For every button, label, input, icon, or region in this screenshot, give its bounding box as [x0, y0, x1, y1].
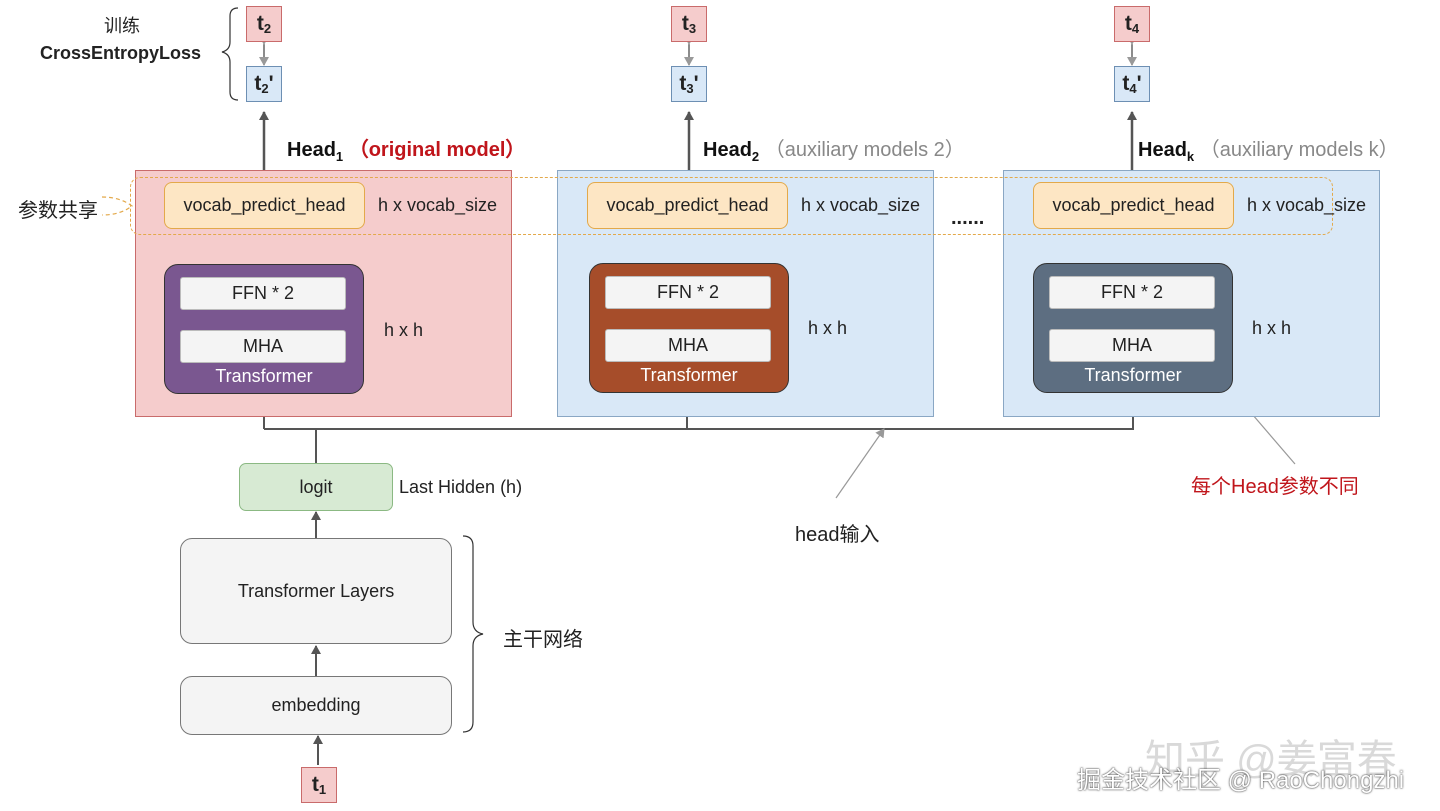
token-sub: 2: [261, 80, 269, 96]
transformer-layers-box: Transformer Layers: [180, 538, 452, 644]
vocab-dim-2: h x vocab_size: [801, 195, 921, 215]
token-letter: t: [1122, 72, 1130, 95]
token-sub: 3: [686, 80, 694, 96]
logit-box: logit: [239, 463, 393, 511]
head-name-text: Head: [1138, 139, 1187, 161]
head-2-title: Head2 （auxiliary models 2）: [703, 133, 965, 164]
vocab-predict-head-2: vocab_predict_head: [587, 182, 788, 229]
shared-params-band: [130, 177, 1333, 235]
token-prime: ': [1136, 72, 1142, 95]
transformer-block-k: FFN * 2 MHA Transformer: [1033, 263, 1233, 393]
token-prime: ': [693, 72, 699, 95]
transformer-label: Transformer: [215, 366, 313, 386]
token-letter: t: [681, 12, 689, 35]
head-name: Head2: [703, 139, 760, 164]
transformer-label: Transformer: [1084, 365, 1182, 385]
mha-box: MHA: [180, 330, 346, 363]
vocab-dim-1: h x vocab_size: [378, 195, 498, 215]
head-name-sub: 2: [751, 149, 760, 164]
transformer-block-2: FFN * 2 MHA Transformer: [589, 263, 789, 393]
loss-label: CrossEntropyLoss: [40, 43, 202, 63]
token-letter: t: [1124, 12, 1132, 35]
backbone-label: 主干网络: [503, 629, 583, 651]
token-sub: 1: [318, 781, 327, 797]
mha-box: MHA: [1049, 329, 1215, 362]
ffn-box: FFN * 2: [1049, 276, 1215, 309]
head-name: Head1: [287, 139, 344, 164]
hh-dim-1: h x h: [384, 320, 424, 340]
param-share-label: 参数共享: [18, 200, 98, 222]
diff-params-label: 每个Head参数不同: [1191, 476, 1359, 498]
head-1-title: Head1 （original model）: [287, 133, 525, 164]
ellipsis: ......: [951, 207, 985, 229]
head-name: Headk: [1138, 139, 1195, 164]
token-letter: t: [679, 72, 687, 95]
embedding-box: embedding: [180, 676, 452, 735]
train-label: 训练: [104, 16, 140, 36]
head-input-label: head输入: [795, 524, 880, 546]
transformer-label: Transformer: [640, 365, 738, 385]
vocab-dim-k: h x vocab_size: [1247, 195, 1367, 215]
ffn-box: FFN * 2: [605, 276, 771, 309]
watermark-juejin: 掘金技术社区 @ RaoChongzhi: [1077, 767, 1405, 794]
head-name-sub: k: [1186, 149, 1195, 164]
last-hidden-label: Last Hidden (h): [399, 477, 523, 497]
head-name-sub: 1: [335, 149, 344, 164]
token-sub: 3: [688, 20, 697, 36]
head-k-title: Headk （auxiliary models k）: [1138, 133, 1399, 164]
hh-dim-k: h x h: [1252, 318, 1292, 338]
hh-dim-2: h x h: [808, 318, 848, 338]
token-letter: t: [311, 773, 319, 796]
token-sub: 2: [263, 20, 272, 36]
token-letter: t: [256, 12, 264, 35]
mha-box: MHA: [605, 329, 771, 362]
watermark-zhihu: 知乎 @姜富春: [1145, 738, 1397, 782]
token-sub: 4: [1129, 80, 1137, 96]
head-desc: （original model）: [348, 139, 526, 161]
vocab-predict-head-1: vocab_predict_head: [164, 182, 365, 229]
token-letter: t: [254, 72, 262, 95]
ffn-box: FFN * 2: [180, 277, 346, 310]
vocab-predict-head-k: vocab_predict_head: [1033, 182, 1234, 229]
token-sub: 4: [1131, 20, 1140, 36]
transformer-block-1: FFN * 2 MHA Transformer: [164, 264, 364, 394]
token-prime: ': [268, 72, 274, 95]
head-name-text: Head: [703, 139, 752, 161]
head-name-text: Head: [287, 139, 336, 161]
head-desc: （auxiliary models k）: [1199, 139, 1399, 161]
head-desc: （auxiliary models 2）: [764, 139, 965, 161]
